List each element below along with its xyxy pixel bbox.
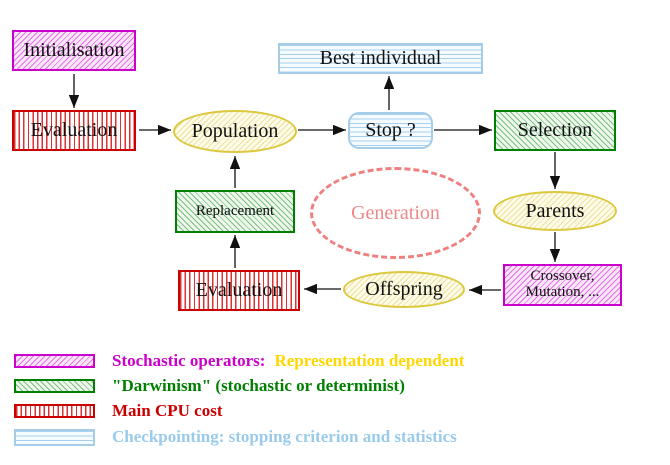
red-vertical-stripes-icon xyxy=(14,404,95,418)
node-selection: Selection xyxy=(494,110,616,151)
node-evaluation-top-label: Evaluation xyxy=(30,119,118,141)
legend-label-darwinism: "Darwinism" (stochastic or determinist) xyxy=(112,376,405,395)
node-crossover-label-line1: Crossover, xyxy=(530,268,595,285)
node-crossover-mutation: Crossover, Mutation, ... xyxy=(503,264,622,306)
node-replacement: Replacement xyxy=(175,190,295,233)
node-evaluation-bottom-label: Evaluation xyxy=(195,279,283,301)
node-population-label: Population xyxy=(191,120,279,142)
node-stop: Stop ? xyxy=(348,112,433,149)
legend-label-representation-dependent: Representation dependent xyxy=(274,351,465,370)
magenta-diagonal-hatch-icon xyxy=(14,354,95,368)
green-diagonal-hatch-icon xyxy=(14,379,95,393)
node-best-individual-label: Best individual xyxy=(319,47,442,69)
node-generation: Generation xyxy=(310,167,481,259)
node-selection-label: Selection xyxy=(517,119,593,141)
node-evaluation-bottom: Evaluation xyxy=(178,270,300,311)
node-initialisation-label: Initialisation xyxy=(23,39,125,61)
legend-label-main-cpu-cost: Main CPU cost xyxy=(112,401,223,420)
legend-row-cpu-cost: Main CPU cost xyxy=(14,401,223,420)
node-replacement-label: Replacement xyxy=(195,202,275,219)
legend-row-checkpointing: Checkpointing: stopping criterion and st… xyxy=(14,427,457,446)
node-initialisation: Initialisation xyxy=(12,30,136,71)
node-offspring-label: Offspring xyxy=(365,278,443,300)
legend-row-stochastic: Stochastic operators: Representation dep… xyxy=(14,351,465,370)
node-evaluation-top: Evaluation xyxy=(12,110,136,151)
node-crossover-label-line2: Mutation, ... xyxy=(525,284,600,300)
node-population: Population xyxy=(173,110,297,153)
node-best-individual: Best individual xyxy=(278,43,483,74)
node-parents-label: Parents xyxy=(525,199,585,222)
node-offspring: Offspring xyxy=(343,271,465,308)
legend-label-stochastic-operators: Stochastic operators: xyxy=(112,351,266,370)
node-parents: Parents xyxy=(493,191,617,231)
node-stop-label: Stop ? xyxy=(365,119,416,141)
legend-row-darwinism: "Darwinism" (stochastic or determinist) xyxy=(14,376,405,395)
cyan-horizontal-stripes-icon xyxy=(14,428,95,446)
node-generation-label: Generation xyxy=(351,201,440,224)
legend-label-checkpointing: Checkpointing: stopping criterion and st… xyxy=(112,427,457,446)
